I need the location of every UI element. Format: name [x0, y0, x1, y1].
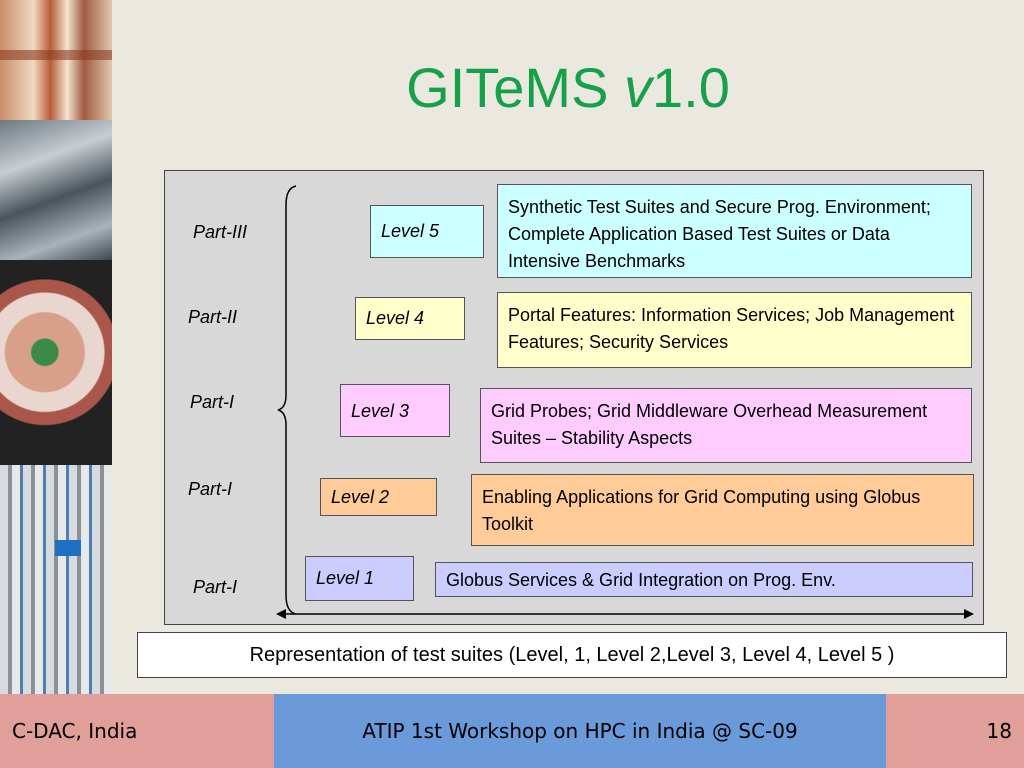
level-5-box: Level 5: [370, 205, 484, 258]
slide-footer: C-DAC, India ATIP 1st Workshop on HPC in…: [0, 694, 1024, 768]
level-4-box: Level 4: [355, 297, 465, 340]
level-3-box: Level 3: [340, 384, 450, 437]
level-5-description: Synthetic Test Suites and Secure Prog. E…: [497, 184, 972, 278]
arrow-left-head: [276, 609, 286, 619]
part-label: Part-I: [193, 577, 238, 597]
molecule-visualization-photo: [0, 260, 112, 465]
level-2-description: Enabling Applications for Grid Computing…: [471, 474, 974, 546]
level-1-description: Globus Services & Grid Integration on Pr…: [435, 562, 973, 597]
part-label: Part-II: [188, 307, 238, 327]
network-switch-photo: [0, 465, 112, 694]
footer-event: ATIP 1st Workshop on HPC in India @ SC-0…: [274, 694, 886, 768]
figure-caption: Representation of test suites (Level, 1,…: [137, 632, 1007, 678]
level-4-description: Portal Features: Information Services; J…: [497, 292, 972, 368]
arrow-right-head: [964, 609, 974, 619]
decorative-photo-strip: [0, 0, 112, 694]
level-2-box: Level 2: [320, 478, 437, 516]
slide-title: GITeMS v1.0: [406, 56, 730, 119]
building-interior-photo: [0, 0, 112, 120]
part-brace: [277, 185, 297, 615]
level-3-description: Grid Probes; Grid Middleware Overhead Me…: [480, 388, 972, 463]
part-label: Part-III: [193, 222, 248, 242]
part-label: Part-I: [188, 479, 233, 499]
level-1-box: Level 1: [305, 556, 414, 601]
server-rack-photo: [0, 120, 112, 260]
part-label: Part-I: [190, 392, 235, 412]
footer-organization: C-DAC, India: [0, 694, 274, 768]
footer-page-number: 18: [886, 694, 1024, 768]
